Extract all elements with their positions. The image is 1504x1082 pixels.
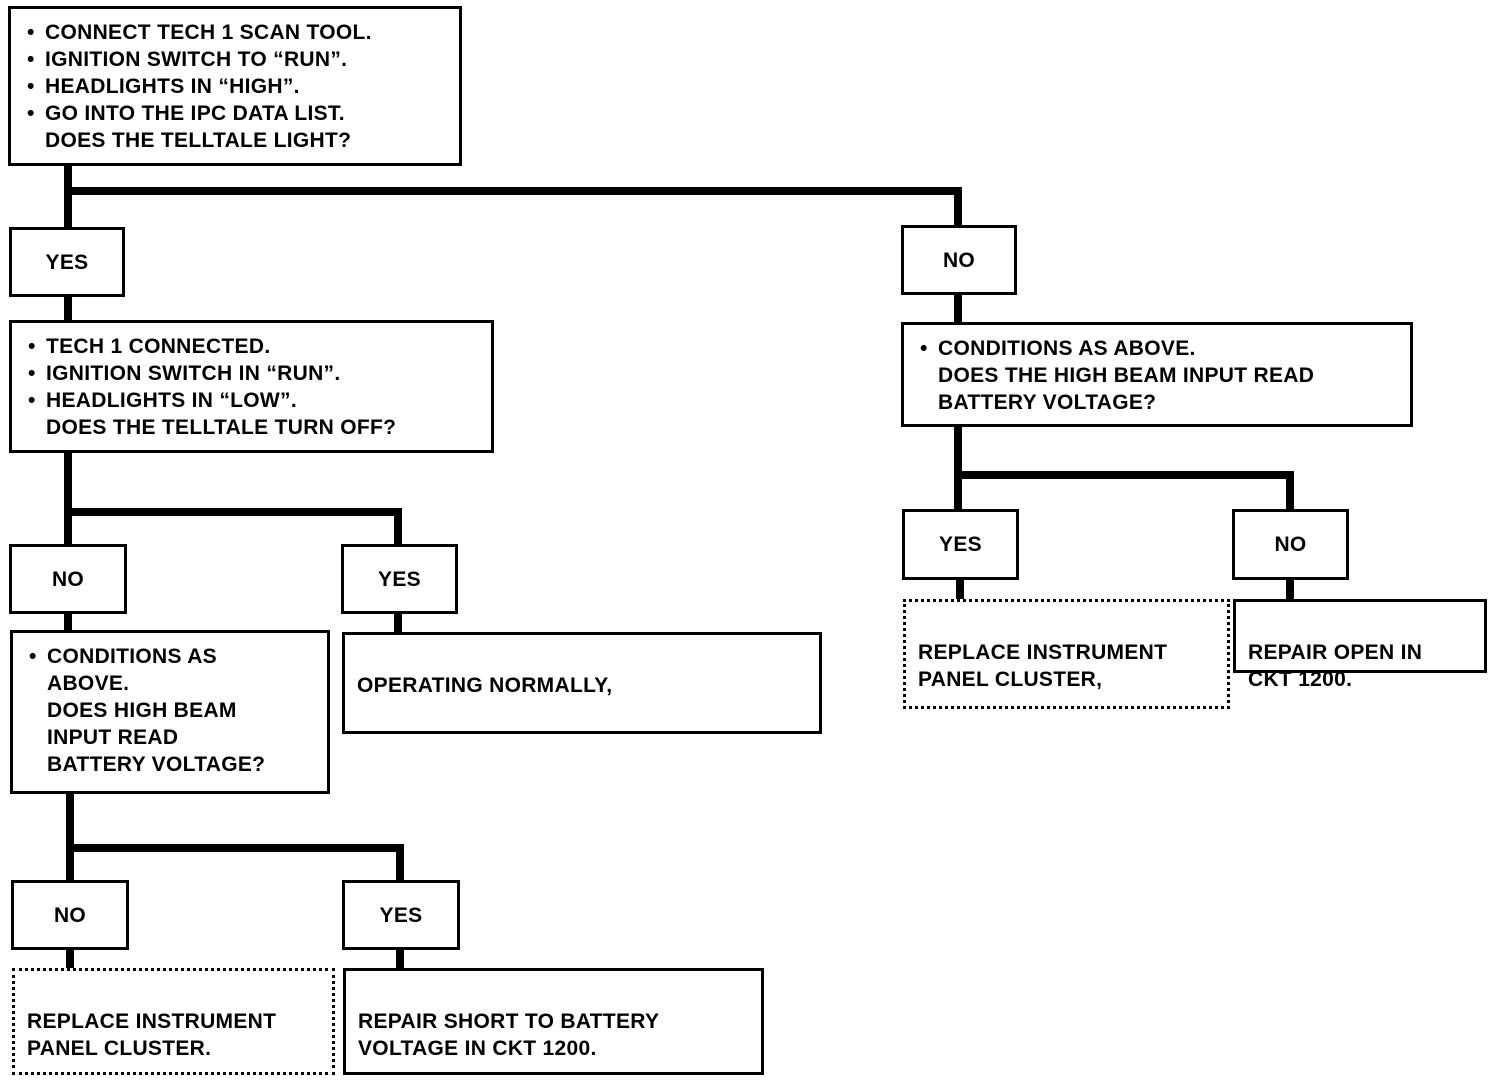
step-high-beam-right-box: CONDITIONS AS ABOVE.DOES THE HIGH BEAM I… bbox=[901, 322, 1413, 427]
result-repair-open-ckt-1200: REPAIR OPEN IN CKT 1200. bbox=[1233, 599, 1487, 691]
answer-label: YES bbox=[939, 533, 982, 556]
answer-no-battery-voltage-left: NO bbox=[11, 880, 129, 950]
result-replace-cluster-left: REPLACE INSTRUMENT PANEL CLUSTER. bbox=[12, 968, 335, 1075]
connector-start-to-no bbox=[68, 187, 962, 227]
step-line: ABOVE. bbox=[47, 672, 130, 695]
step-line: BATTERY VOLTAGE? bbox=[938, 391, 1157, 414]
step-headlights-low-lines: TECH 1 CONNECTED.IGNITION SWITCH IN “RUN… bbox=[24, 333, 483, 441]
step-line: GO INTO THE IPC DATA LIST. bbox=[23, 100, 451, 127]
step-line: CONDITIONS AS bbox=[25, 643, 319, 670]
answer-label: YES bbox=[379, 903, 423, 927]
step-line: TECH 1 CONNECTED. bbox=[24, 333, 483, 360]
answer-label: NO bbox=[51, 567, 85, 591]
result-text: REPAIR OPEN IN CKT 1200. bbox=[1248, 641, 1423, 691]
result-text: OPERATING NORMALLY, bbox=[357, 674, 613, 697]
step-line: DOES HIGH BEAM bbox=[47, 699, 237, 722]
result-replace-cluster-right: REPLACE INSTRUMENT PANEL CLUSTER, bbox=[903, 599, 1230, 709]
result-repair-short-ckt-1200: REPAIR SHORT TO BATTERY VOLTAGE IN CKT 1… bbox=[343, 968, 764, 1075]
answer-yes-battery-voltage-right: YES bbox=[902, 509, 1019, 580]
answer-label: NO bbox=[53, 903, 87, 927]
answer-yes-battery-voltage-left: YES bbox=[342, 880, 460, 950]
step-high-beam-right-lines: CONDITIONS AS ABOVE.DOES THE HIGH BEAM I… bbox=[916, 335, 1402, 416]
result-operating-normally: OPERATING NORMALLY, bbox=[342, 632, 822, 734]
result-text: REPAIR SHORT TO BATTERY VOLTAGE IN CKT 1… bbox=[358, 1010, 660, 1060]
answer-label: NO bbox=[942, 248, 976, 272]
step-headlights-low-box: TECH 1 CONNECTED.IGNITION SWITCH IN “RUN… bbox=[9, 320, 494, 453]
step-line: INPUT READ bbox=[47, 726, 179, 749]
step-line: HEADLIGHTS IN “HIGH”. bbox=[23, 73, 451, 100]
connector-step-right-to-no bbox=[958, 471, 1294, 512]
step-line: HEADLIGHTS IN “LOW”. bbox=[24, 387, 483, 414]
step-line: DOES THE HIGH BEAM INPUT READ bbox=[938, 364, 1315, 387]
result-text: REPLACE INSTRUMENT PANEL CLUSTER, bbox=[918, 641, 1168, 691]
answer-no-telltale-off: NO bbox=[9, 544, 127, 614]
answer-label: YES bbox=[378, 567, 421, 591]
answer-yes-telltale-off: YES bbox=[341, 544, 458, 614]
step-line: IGNITION SWITCH TO “RUN”. bbox=[23, 46, 451, 73]
answer-no-telltale-light: NO bbox=[901, 225, 1017, 295]
result-text: REPLACE INSTRUMENT PANEL CLUSTER. bbox=[27, 1010, 277, 1060]
answer-yes-telltale-light: YES bbox=[9, 227, 125, 297]
step-line: BATTERY VOLTAGE? bbox=[47, 753, 266, 776]
step-line: IGNITION SWITCH IN “RUN”. bbox=[24, 360, 483, 387]
answer-label: NO bbox=[1274, 533, 1307, 556]
step-line: CONDITIONS AS ABOVE. bbox=[916, 335, 1402, 362]
connector-step2-to-yes bbox=[68, 508, 402, 546]
step-line: DOES THE TELLTALE LIGHT? bbox=[45, 129, 352, 152]
answer-label: YES bbox=[45, 250, 89, 274]
step-line: DOES THE TELLTALE TURN OFF? bbox=[46, 416, 397, 439]
answer-no-battery-voltage-right: NO bbox=[1232, 509, 1349, 580]
step-line: CONNECT TECH 1 SCAN TOOL. bbox=[23, 19, 451, 46]
connector-step3-to-yes bbox=[70, 844, 404, 882]
start-step-box: CONNECT TECH 1 SCAN TOOL.IGNITION SWITCH… bbox=[8, 6, 462, 166]
start-step-lines: CONNECT TECH 1 SCAN TOOL.IGNITION SWITCH… bbox=[23, 19, 451, 154]
